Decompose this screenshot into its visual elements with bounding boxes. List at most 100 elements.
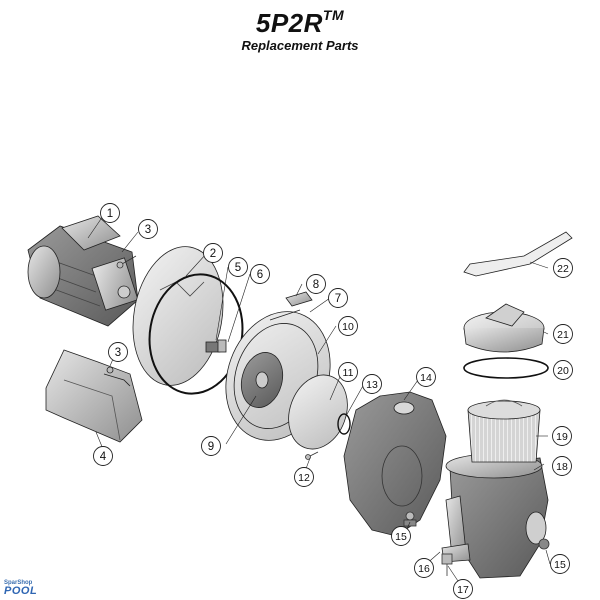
callout-9: 9 [201,436,221,456]
callout-3: 3 [108,342,128,362]
callout-4: 4 [93,446,113,466]
callout-number: 3 [115,347,121,359]
drain-plug-left [403,511,417,527]
callout-12: 12 [294,467,314,487]
callout-16: 16 [414,558,434,578]
seal-plate [132,246,224,386]
callout-11: 11 [338,362,358,382]
callout-number: 11 [343,367,354,379]
callout-number: 20 [557,365,569,377]
callout-number: 3 [145,224,151,236]
callout-circle [414,558,434,578]
callout-circle [100,203,120,223]
callout-7: 7 [328,288,348,308]
callout-13: 13 [362,374,382,394]
lid-wrench [463,231,573,277]
callout-6: 6 [250,264,270,284]
callout-number: 6 [257,269,263,281]
lid-o-ring [463,357,549,379]
motor [27,215,139,327]
callout-number: 19 [556,431,568,443]
callout-circle [553,324,573,344]
callout-circle [553,360,573,380]
callout-number: 17 [457,584,469,596]
callout-8: 8 [306,274,326,294]
callout-number: 9 [208,441,214,453]
callout-20: 20 [553,360,573,380]
callout-circle [250,264,270,284]
fitting [441,553,453,576]
mechanical-seal [205,339,227,353]
callout-number: 15 [554,559,566,571]
callout-2: 2 [203,243,223,263]
callout-number: 1 [107,208,113,220]
title-text: 5P2R [255,8,323,38]
screw-top [116,255,137,269]
callout-circle [203,243,223,263]
callout-number: 18 [556,461,568,473]
callout-number: 2 [210,248,216,260]
store-logo: SparShop POOL [4,580,44,598]
callout-number: 21 [557,329,569,341]
clamp [269,291,313,321]
callout-circle [108,342,128,362]
callout-18: 18 [552,456,572,476]
callout-circle [328,288,348,308]
callout-circle [338,316,358,336]
callout-circle [338,362,358,382]
callout-1: 1 [100,203,120,223]
callout-number: 8 [313,279,319,291]
o-ring-small [337,413,351,435]
callout-circle [201,436,221,456]
callout-14: 14 [416,367,436,387]
callout-22: 22 [553,258,573,278]
callout-number: 15 [395,531,407,543]
callout-circle [553,258,573,278]
callout-circle [550,554,570,574]
callout-number: 12 [298,472,310,484]
diagram-title: 5P2RTM [0,7,600,39]
callout-number: 4 [100,451,107,463]
callout-10: 10 [338,316,358,336]
diagram-subtitle: Replacement Parts [241,38,359,53]
basket [467,399,541,463]
callout-17: 17 [453,579,473,599]
logo-line2: POOL [4,585,38,597]
callout-number: 13 [366,379,378,391]
callout-circle [138,219,158,239]
motor-base [45,349,143,443]
impeller [240,352,284,408]
callout-5: 5 [228,257,248,277]
callout-circle [294,467,314,487]
logo-line1: SparShop [4,580,33,586]
callout-circle [93,446,113,466]
callout-number: 5 [235,262,241,274]
callout-19: 19 [552,426,572,446]
callout-circle [391,526,411,546]
leader-lines [87,215,551,588]
callout-circle [552,426,572,446]
volute [343,391,447,537]
callout-circle [416,367,436,387]
callout-circle [362,374,382,394]
callout-number: 7 [335,293,341,305]
callout-15: 15 [391,526,411,546]
callout-number: 16 [418,563,430,575]
screw-12 [305,451,319,460]
callout-number: 14 [420,372,432,384]
strainer-lid [463,303,545,353]
drain-plug-right [538,538,550,550]
callout-circle [453,579,473,599]
callout-circle [228,257,248,277]
callout-circle [306,274,326,294]
callout-number: 22 [557,263,569,275]
callout-21: 21 [553,324,573,344]
callout-circle [552,456,572,476]
callout-3: 3 [138,219,158,239]
callout-15: 15 [550,554,570,574]
trademark-mark: TM [322,7,345,24]
callout-number: 10 [342,321,354,333]
